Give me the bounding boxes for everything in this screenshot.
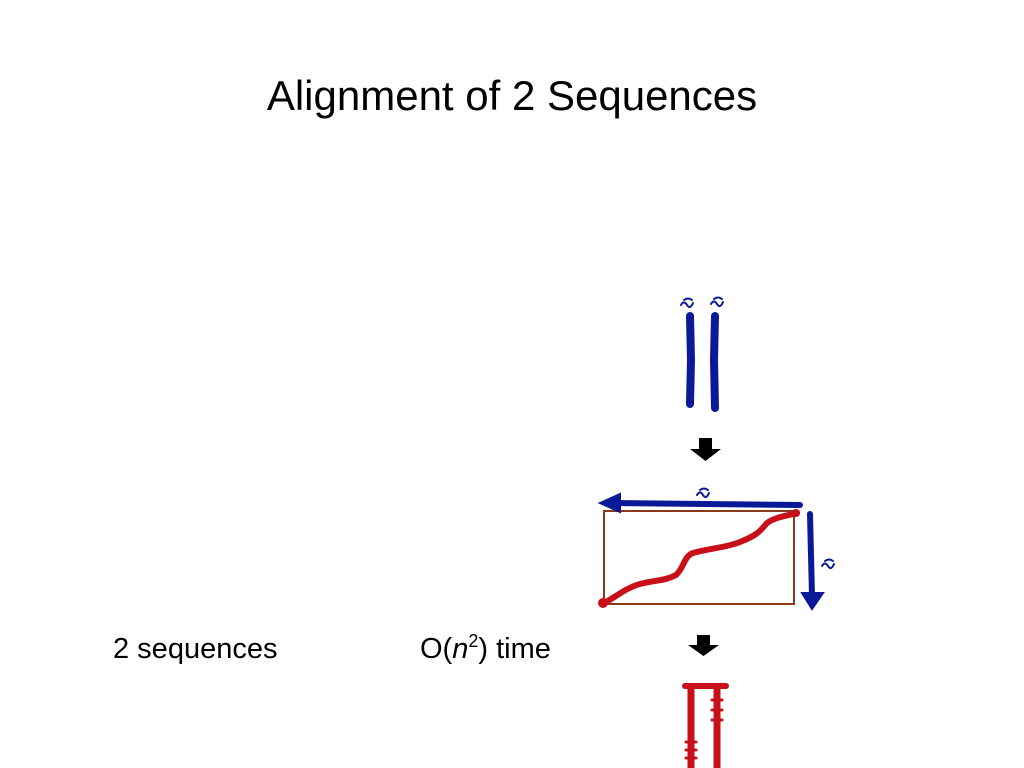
sequence-squiggle-2 (710, 296, 724, 308)
sequence-squiggle-1 (680, 297, 694, 309)
time-complexity-label: O(n2) time (420, 631, 551, 667)
right-sequence-arrow (800, 511, 835, 611)
complexity-prefix: O( (420, 633, 453, 665)
down-arrow-1 (690, 438, 721, 461)
sequence-bar-2 (709, 312, 719, 412)
top-sequence-arrow (597, 487, 803, 514)
alignment-end-dot (792, 509, 800, 517)
input-sequences (680, 296, 724, 412)
aligned-output (682, 683, 729, 768)
top-sequence-line (609, 500, 803, 508)
complexity-suffix: ) time (478, 633, 551, 665)
alignment-start-dot (598, 598, 608, 608)
top-sequence-squiggle (696, 487, 710, 499)
alignment-path (599, 510, 800, 607)
slide-title: Alignment of 2 Sequences (266, 72, 758, 119)
sequences-count-label: 2 sequences (113, 633, 278, 665)
right-arrowhead (800, 592, 825, 611)
top-arrowhead (597, 492, 621, 514)
complexity-exponent: 2 (468, 631, 479, 651)
down-arrow-2 (688, 635, 719, 656)
aligned-gap-marks (684, 698, 724, 760)
right-sequence-line (807, 511, 815, 599)
right-sequence-squiggle (821, 558, 835, 570)
dp-matrix (603, 510, 795, 605)
complexity-variable: n (452, 633, 469, 665)
sequence-bar-1 (686, 312, 696, 408)
